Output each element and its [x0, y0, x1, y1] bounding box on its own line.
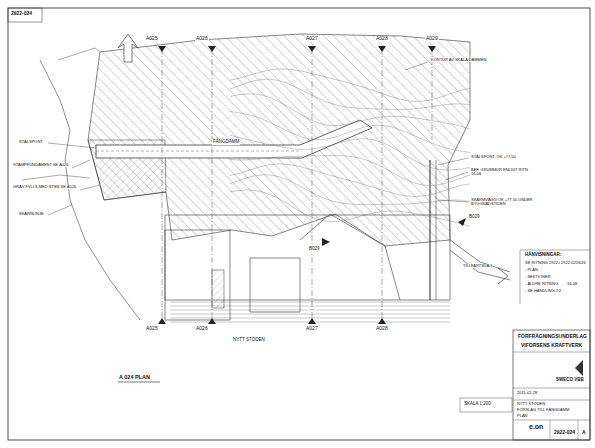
revision: A — [581, 430, 587, 436]
reference-text: - SE HANDLING 7:2 — [524, 289, 562, 293]
company-name: SWECO VBB — [555, 378, 585, 383]
note: SKÄRMVÄGG ÖK +77,50 UNDER BYGGNADSTIDEN — [470, 198, 538, 207]
reference-heading: HÄNVISNINGAR: — [524, 253, 562, 258]
section-mark: A027 — [305, 326, 319, 332]
note: KONTUR AV SKALA DAMMEN — [430, 58, 488, 62]
titleblock-text: FÖRFRÅGNINGSUNDERLAG — [517, 334, 588, 340]
drawing-number: 2922-024 — [553, 430, 576, 436]
titleblock-text: PLAN — [516, 414, 528, 418]
reference-text: - PLAN — [524, 268, 539, 272]
section-mark: A025 — [145, 326, 159, 332]
section-mark: B029 — [468, 215, 481, 220]
note: GRÄV FYLLS MED STEN SE A026 — [12, 185, 82, 189]
section-mark: A029 — [425, 36, 439, 42]
note: SKÄRNLINJE — [18, 212, 45, 216]
section-mark: A027 — [305, 36, 319, 42]
scale-text: SKALA 1:200 — [463, 402, 492, 407]
section-mark: A028 — [375, 36, 389, 42]
reference-text: - ÄLDRE RITNING — [524, 282, 559, 286]
note: TILLFARTSVÄG — [462, 264, 493, 268]
section-mark: A026 — [195, 326, 209, 332]
reference-text: 2922-025/026 — [560, 261, 587, 265]
titleblock-text: 2011-02-28 — [516, 391, 538, 395]
section-mark: A026 — [195, 36, 209, 42]
note: BEF. GRUMMUR ENLIGT RITN 16-08 — [470, 168, 532, 177]
dam-name: FÅNGDAMM — [212, 140, 240, 145]
titleblock-text: VIFORSENS KRAFTVERK — [520, 343, 583, 349]
view-title: A 024 PLAN — [118, 374, 151, 380]
section-mark: A025 — [145, 36, 159, 42]
reference-text: - SEKTIONER — [524, 275, 552, 279]
titleblock-text: NYTT STÖDEN — [516, 402, 546, 406]
note: STÄMPFUNDAMENT SE A026 — [12, 163, 74, 167]
note: STÅLSPONT — [18, 140, 44, 144]
reference-text: 16-08 — [566, 282, 578, 286]
note: NYTT STÖDEN — [232, 338, 266, 343]
titleblock-text: FÖRSLAG TILL FÅNGDAMM — [516, 408, 570, 412]
section-mark: A028 — [375, 326, 389, 332]
client-logo: e.on — [528, 423, 544, 431]
sheet-number: 2922-024 — [10, 11, 33, 17]
section-mark: B029 — [308, 247, 321, 252]
note: STÅLSPONT, ÖK +77,50 — [470, 155, 517, 159]
